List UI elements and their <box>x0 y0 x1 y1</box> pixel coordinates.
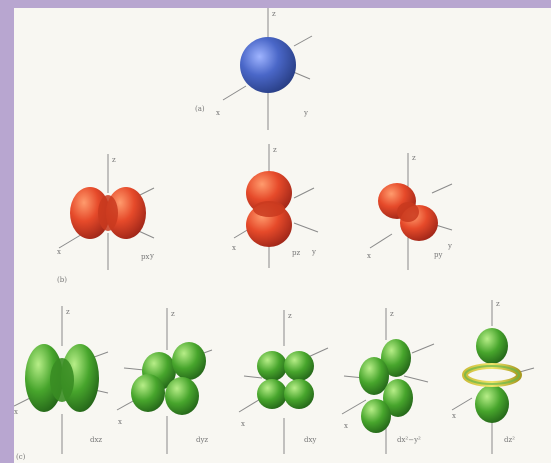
d4-lobe-4 <box>361 399 391 433</box>
p-orbital-2: x y z <box>232 144 318 268</box>
d2-axis-label-x: x <box>118 418 122 426</box>
d5-lobe-top <box>476 328 508 364</box>
row-label-d: (c) <box>16 453 26 461</box>
p-orbital-1: x y z <box>57 154 154 270</box>
d2-lobe-4 <box>165 377 199 415</box>
label-d-2: dyz <box>196 436 208 444</box>
d-orbital-5: x z <box>452 300 534 454</box>
p2-axis-label-y: y <box>311 248 316 256</box>
d-orbital-1: x z <box>14 306 108 454</box>
s-axis-label-z: z <box>272 10 276 18</box>
d1-axis-label-z: z <box>66 308 70 316</box>
label-d-1: dxz <box>90 436 102 444</box>
label-d-3: dxy <box>304 436 316 444</box>
label-d-4: dx²−y² <box>397 436 421 444</box>
row-label-p: (b) <box>57 276 67 284</box>
d5-axis-label-x: x <box>452 412 456 420</box>
p2-axis-label-x: x <box>232 244 236 252</box>
label-p-2: pz <box>292 249 300 257</box>
d3-axes <box>239 310 328 454</box>
d2-lobe-3 <box>131 374 165 412</box>
p3-axis-label-y: y <box>447 242 452 250</box>
d4-lobe-2 <box>359 357 389 395</box>
s-axis-label-x: x <box>216 109 220 117</box>
d3-lobe-1 <box>257 351 287 381</box>
d1-axis-label-x: x <box>14 408 18 416</box>
p2-axis-label-z: z <box>273 146 277 154</box>
s-axis-label-y: y <box>303 109 308 117</box>
s-orbital: x y z <box>216 8 312 130</box>
label-p-3: py <box>434 251 442 259</box>
d2-lobe-2 <box>172 342 206 380</box>
d3-lobe-3 <box>257 379 287 409</box>
p2-node <box>253 201 285 217</box>
label-p-1: px <box>141 253 149 261</box>
label-d-5: dz² <box>504 436 515 444</box>
d3-axis-label-x: x <box>241 420 245 428</box>
d4-axis-label-x: x <box>344 422 348 430</box>
d5-axis-label-z: z <box>496 300 500 308</box>
d-orbital-2: x z <box>117 308 212 454</box>
p1-axis-label-y: y <box>149 252 154 260</box>
p3-axis-label-z: z <box>412 154 416 162</box>
d4-axis-label-z: z <box>390 310 394 318</box>
d3-lobe-2 <box>284 351 314 381</box>
d-orbital-3: x z <box>239 310 328 454</box>
p1-axis-label-x: x <box>57 248 61 256</box>
orbital-diagram: x y z x y z <box>14 8 551 463</box>
d-orbital-4: x z <box>342 308 434 454</box>
figure-canvas: x y z x y z <box>14 8 551 463</box>
d1-lobe-center <box>50 358 74 402</box>
d3-lobe-4 <box>284 379 314 409</box>
p3-node <box>397 202 419 222</box>
d3-axis-label-z: z <box>288 312 292 320</box>
s-orbital-sphere <box>240 37 296 93</box>
d2-axis-label-z: z <box>171 310 175 318</box>
d5-lobe-bottom <box>475 385 509 423</box>
p1-node <box>98 195 118 231</box>
row-label-s: (a) <box>195 105 205 113</box>
p1-axis-label-z: z <box>112 156 116 164</box>
p3-axis-label-x: x <box>367 252 371 260</box>
